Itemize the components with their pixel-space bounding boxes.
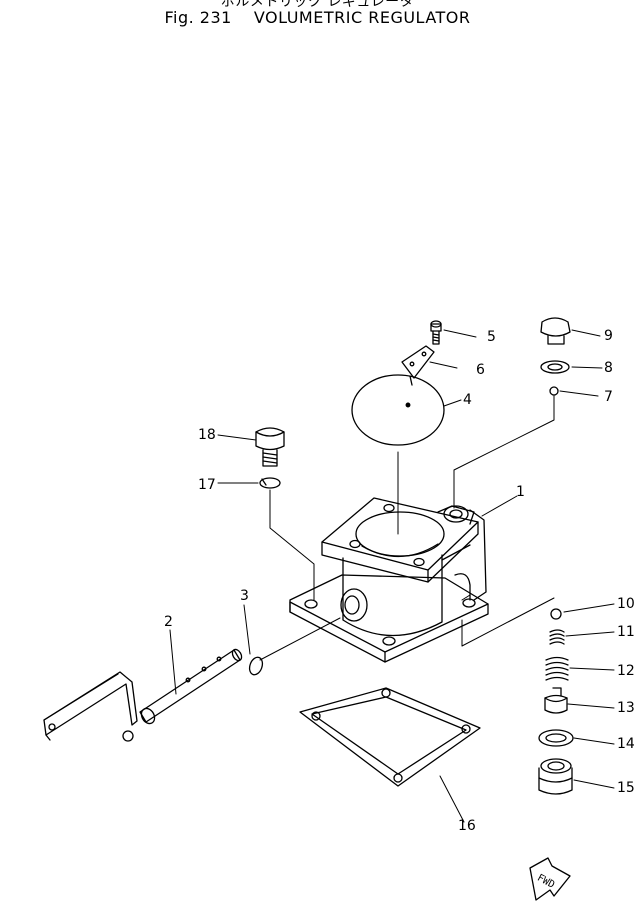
gasket-ring — [539, 730, 573, 746]
plug — [541, 318, 570, 344]
callout-10: 10 — [617, 596, 635, 612]
callout-9: 9 — [604, 328, 613, 344]
callout-5: 5 — [487, 329, 496, 345]
figure-number: Fig. 231 — [164, 8, 232, 27]
assembly-lines — [170, 330, 614, 822]
regulator-housing — [290, 498, 488, 662]
callout-12: 12 — [617, 663, 635, 679]
ball-small — [551, 609, 561, 619]
spring-small — [550, 630, 564, 644]
o-ring — [247, 655, 264, 676]
bracket — [402, 346, 434, 385]
screw — [431, 321, 441, 344]
spring-large — [546, 658, 568, 681]
callout-8: 8 — [604, 360, 613, 376]
callout-2: 2 — [164, 614, 173, 630]
callout-18: 18 — [198, 427, 216, 443]
fwd-arrow: FWD — [530, 858, 570, 900]
lever-shaft — [44, 648, 243, 741]
plug-cap — [539, 759, 572, 794]
callout-6: 6 — [476, 362, 485, 378]
callout-labels: 1 2 3 4 5 6 7 8 9 10 11 12 13 14 15 16 1… — [164, 328, 635, 834]
ball — [550, 387, 558, 395]
bolt — [256, 428, 284, 466]
figure-title: Fig. 231 VOLUMETRIC REGULATOR — [0, 8, 635, 27]
callout-16: 16 — [458, 818, 476, 834]
valve — [545, 688, 567, 713]
callout-13: 13 — [617, 700, 635, 716]
japanese-title: ボルメトリック レギュレータ — [220, 0, 415, 10]
gasket — [300, 688, 480, 786]
callout-3: 3 — [240, 588, 249, 604]
spring-washer — [260, 478, 280, 488]
diaphragm — [352, 375, 444, 445]
callout-11: 11 — [617, 624, 635, 640]
washer — [541, 361, 569, 373]
figure-name: VOLUMETRIC REGULATOR — [253, 8, 471, 27]
callout-7: 7 — [604, 389, 613, 405]
fwd-label: FWD — [535, 873, 556, 891]
callout-14: 14 — [617, 736, 635, 752]
callout-1: 1 — [516, 484, 525, 500]
callout-15: 15 — [617, 780, 635, 796]
callout-4: 4 — [463, 392, 472, 408]
callout-17: 17 — [198, 477, 216, 493]
